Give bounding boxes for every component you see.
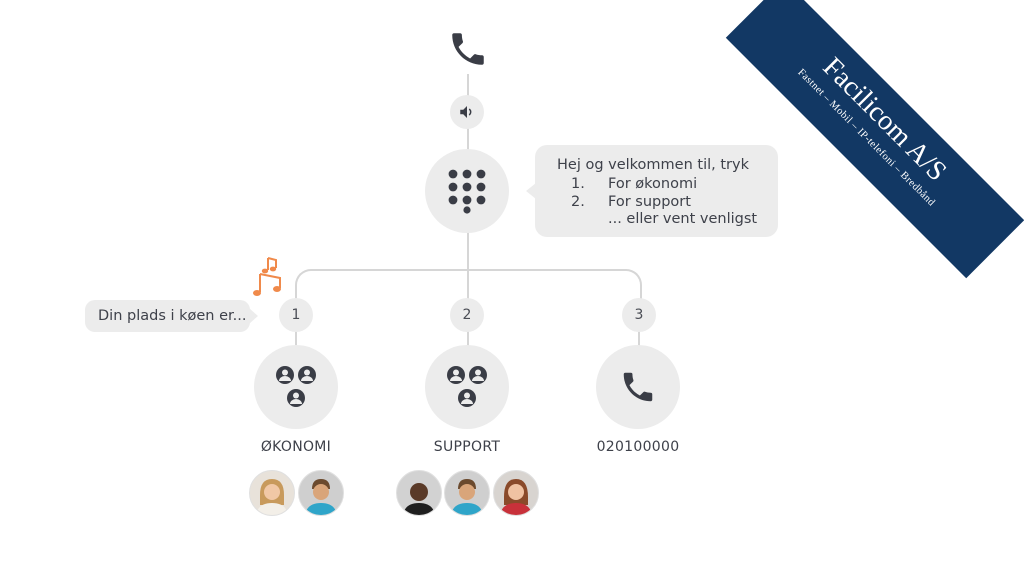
- group-icon: [276, 366, 316, 407]
- bubble-tail: [526, 183, 536, 199]
- group-icon: [447, 366, 487, 407]
- speaker-node[interactable]: [450, 95, 484, 129]
- avatar[interactable]: [249, 470, 295, 516]
- queue-message: Din plads i køen er...: [98, 308, 247, 324]
- branch-number-1[interactable]: 1: [279, 298, 313, 332]
- connector-top: [467, 74, 469, 104]
- branch-number-label: 1: [291, 307, 301, 323]
- branch-number-2[interactable]: 2: [450, 298, 484, 332]
- connector-branch-3: [638, 330, 640, 348]
- speaker-icon: [460, 106, 472, 118]
- branch-number-label: 3: [634, 307, 644, 323]
- branch-label-support: SUPPORT: [433, 439, 501, 455]
- branch-number-label: 2: [462, 307, 472, 323]
- option-number: 1.: [571, 176, 585, 192]
- greeting-footer: ... eller vent venligst: [608, 211, 758, 227]
- avatar[interactable]: [493, 470, 539, 516]
- option-number: 2.: [571, 194, 585, 210]
- avatar[interactable]: [396, 470, 442, 516]
- greeting-intro: Hej og velkommen til, tryk: [557, 157, 749, 173]
- okonomi-group-node[interactable]: [254, 345, 338, 429]
- phone-icon: [623, 372, 653, 402]
- option-text: For support: [608, 194, 691, 210]
- branch-label-number: 020100000: [596, 439, 680, 455]
- external-number-node[interactable]: [596, 345, 680, 429]
- keypad-icon: [448, 169, 486, 214]
- company-banner[interactable]: Facilicom A/S Fastnet – Mobil – IP-telef…: [725, 0, 1024, 279]
- bubble-tail: [249, 308, 258, 324]
- support-group-node[interactable]: [425, 345, 509, 429]
- connector-branch-1: [295, 330, 297, 348]
- connector-branch-2: [467, 330, 469, 348]
- connector-keypad-branch: [467, 230, 469, 300]
- queue-bubble: Din plads i køen er...: [85, 300, 258, 332]
- branch-connector: [295, 269, 642, 305]
- option-text: For økonomi: [608, 176, 698, 192]
- branch-number-3[interactable]: 3: [622, 298, 656, 332]
- avatar[interactable]: [444, 470, 490, 516]
- connector-speaker-keypad: [467, 126, 469, 156]
- company-tagline: Fastnet – Mobil – IP-telefoni – Bredbånd: [795, 67, 937, 209]
- company-name: Facilicom A/S: [816, 51, 953, 188]
- keypad-node[interactable]: [425, 149, 509, 233]
- music-notes-icon: [250, 256, 290, 300]
- greeting-bubble: Hej og velkommen til, tryk 1. For økonom…: [526, 145, 778, 237]
- phone-icon: [447, 28, 489, 70]
- avatar[interactable]: [298, 470, 344, 516]
- branch-label-okonomi: ØKONOMI: [260, 439, 332, 455]
